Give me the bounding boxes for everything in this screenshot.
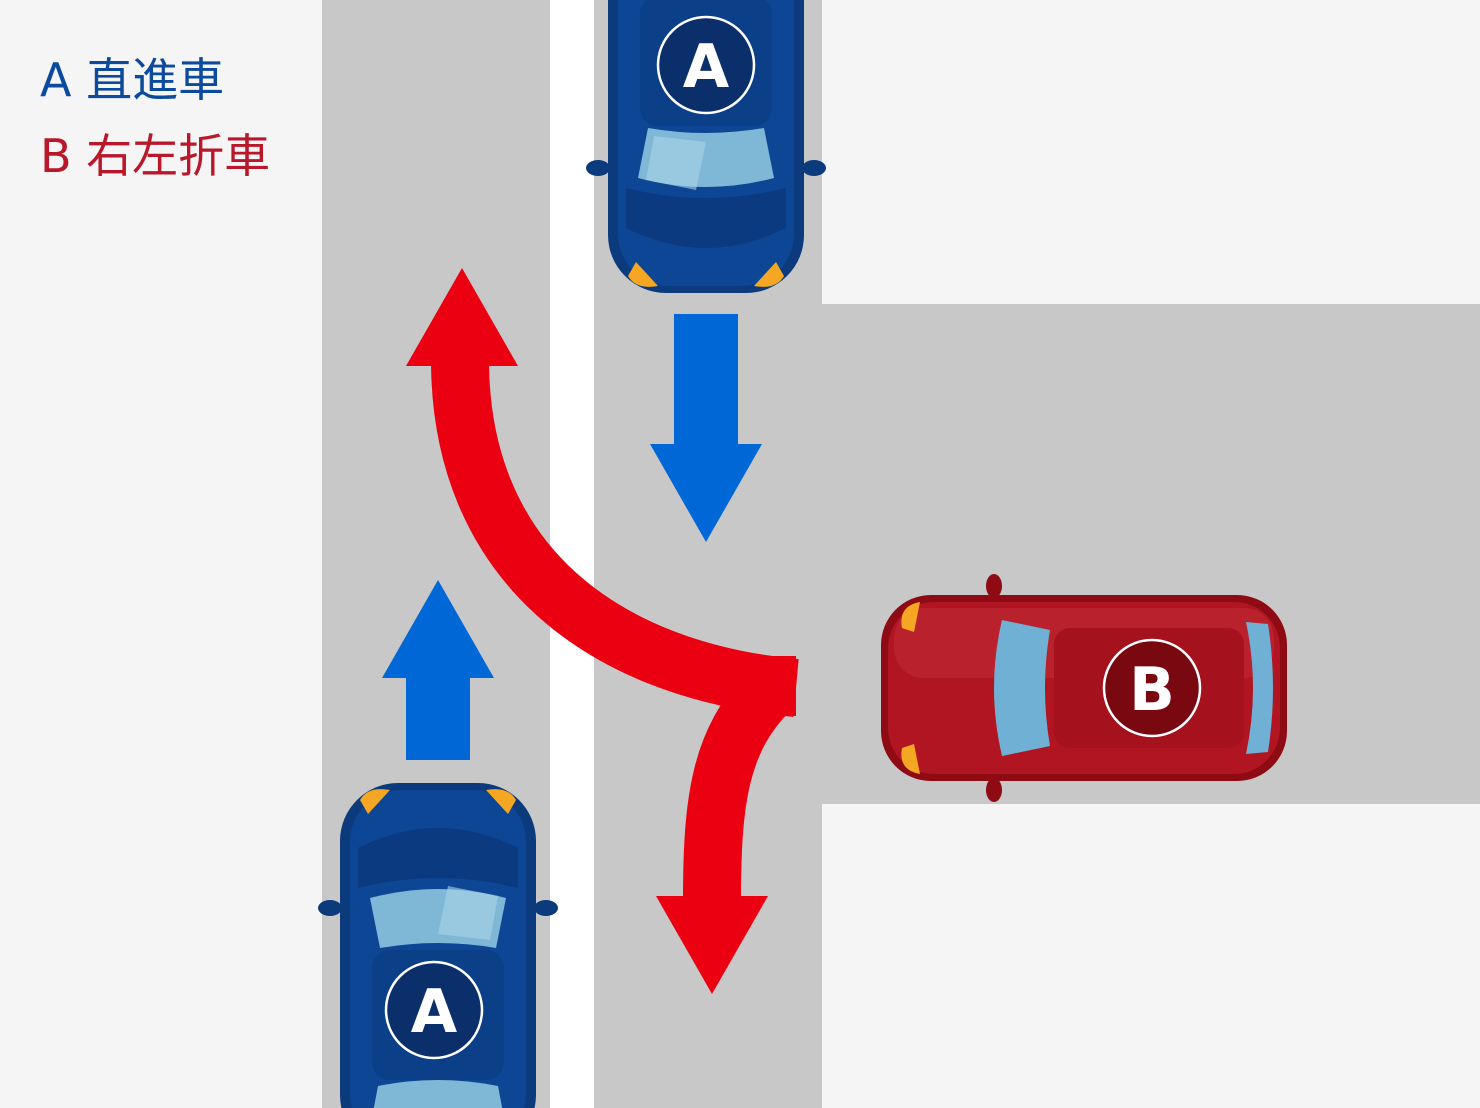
car-b-label: B xyxy=(1129,655,1175,725)
legend-item-b: B 右左折車 xyxy=(40,129,270,183)
car-a-bottom xyxy=(318,783,558,1108)
legend-item-a: A 直進車 xyxy=(40,53,224,107)
car-b-badge: B xyxy=(1104,640,1200,736)
car-a-top-label: A xyxy=(683,32,730,102)
car-b-right xyxy=(881,574,1287,802)
car-a-bottom-badge: A xyxy=(386,962,482,1058)
car-a-bottom-label: A xyxy=(411,977,458,1047)
car-a-top-badge: A xyxy=(658,17,754,113)
